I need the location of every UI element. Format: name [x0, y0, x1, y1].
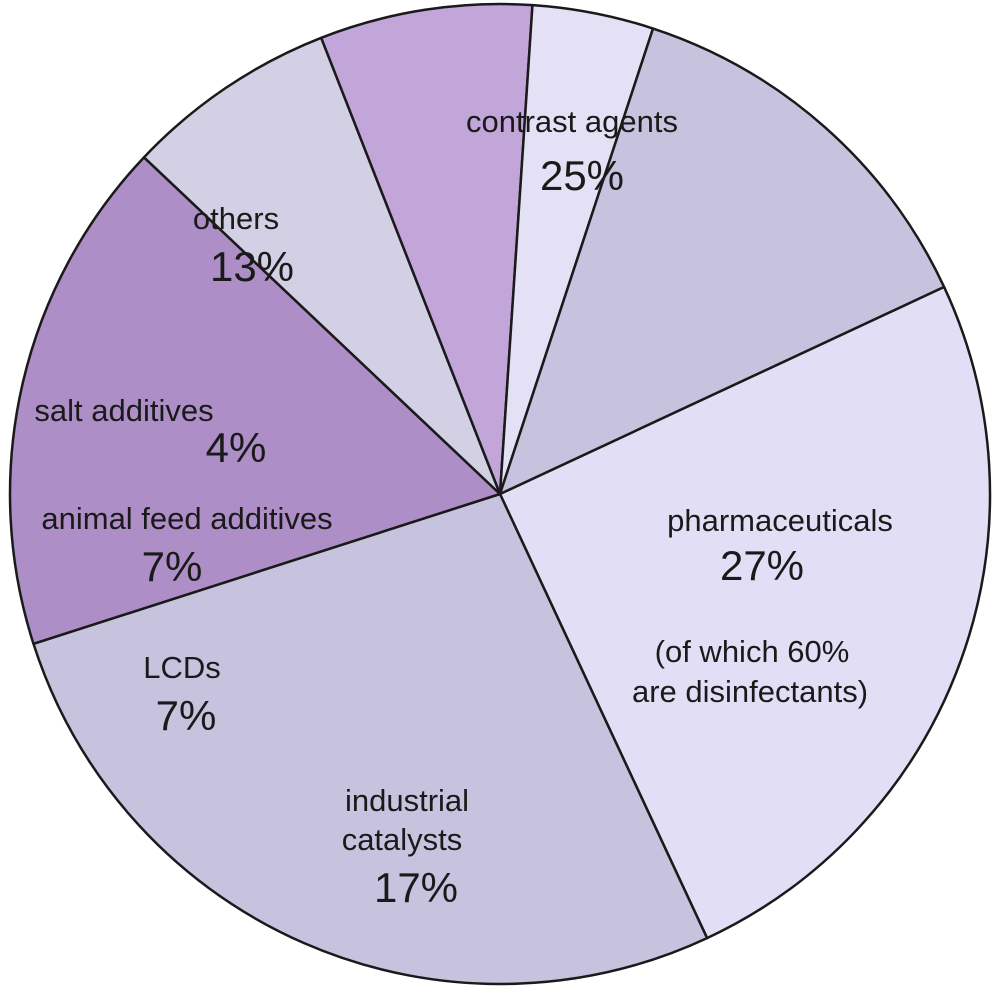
pie-slice-industrial-catalysts: [8, 156, 502, 646]
label-salt-additives-name: salt additives: [34, 393, 213, 428]
label-others-value: 13%: [210, 243, 294, 290]
slice-label-lcds: LCDs 7%: [143, 650, 221, 739]
label-industrial-catalysts-name-line-1: industrial: [345, 783, 469, 818]
label-others-name: others: [193, 201, 279, 236]
label-lcds-name: LCDs: [143, 650, 221, 685]
slice-label-animal-feed-additives: animal feed additives 7%: [41, 501, 332, 590]
slice-label-contrast-agents: contrast agents 25%: [466, 104, 678, 199]
pie-slices: [8, 2, 992, 986]
label-pharmaceuticals-note-line-2: are disinfectants): [632, 674, 868, 709]
slice-label-industrial-catalysts: industrial catalysts 17%: [342, 783, 469, 911]
slice-label-salt-additives: salt additives 4%: [34, 393, 266, 471]
label-animal-feed-additives-name: animal feed additives: [41, 501, 332, 536]
pie-slice-others: [498, 27, 946, 496]
label-pharmaceuticals-note-line-1: (of which 60%: [655, 634, 850, 669]
label-pharmaceuticals-value: 27%: [720, 542, 804, 589]
pie-slice-lcds: [142, 36, 502, 496]
label-lcds-value: 7%: [156, 692, 217, 739]
label-contrast-agents-name: contrast agents: [466, 104, 678, 139]
label-salt-additives-value: 4%: [206, 424, 267, 471]
label-pharmaceuticals-name: pharmaceuticals: [667, 503, 893, 538]
slice-label-pharmaceuticals: pharmaceuticals 27% (of which 60% are di…: [632, 503, 893, 709]
label-animal-feed-additives-value: 7%: [142, 543, 203, 590]
label-industrial-catalysts-value: 17%: [374, 864, 458, 911]
pie-slice-pharmaceuticals: [32, 492, 709, 986]
label-industrial-catalysts-name-line-2: catalysts: [342, 822, 463, 857]
pie-slice-contrast-agents: [498, 285, 992, 940]
label-contrast-agents-value: 25%: [540, 152, 624, 199]
slice-label-others: others 13%: [193, 201, 294, 290]
pie-slice-animal-feed-additives: [319, 2, 534, 496]
